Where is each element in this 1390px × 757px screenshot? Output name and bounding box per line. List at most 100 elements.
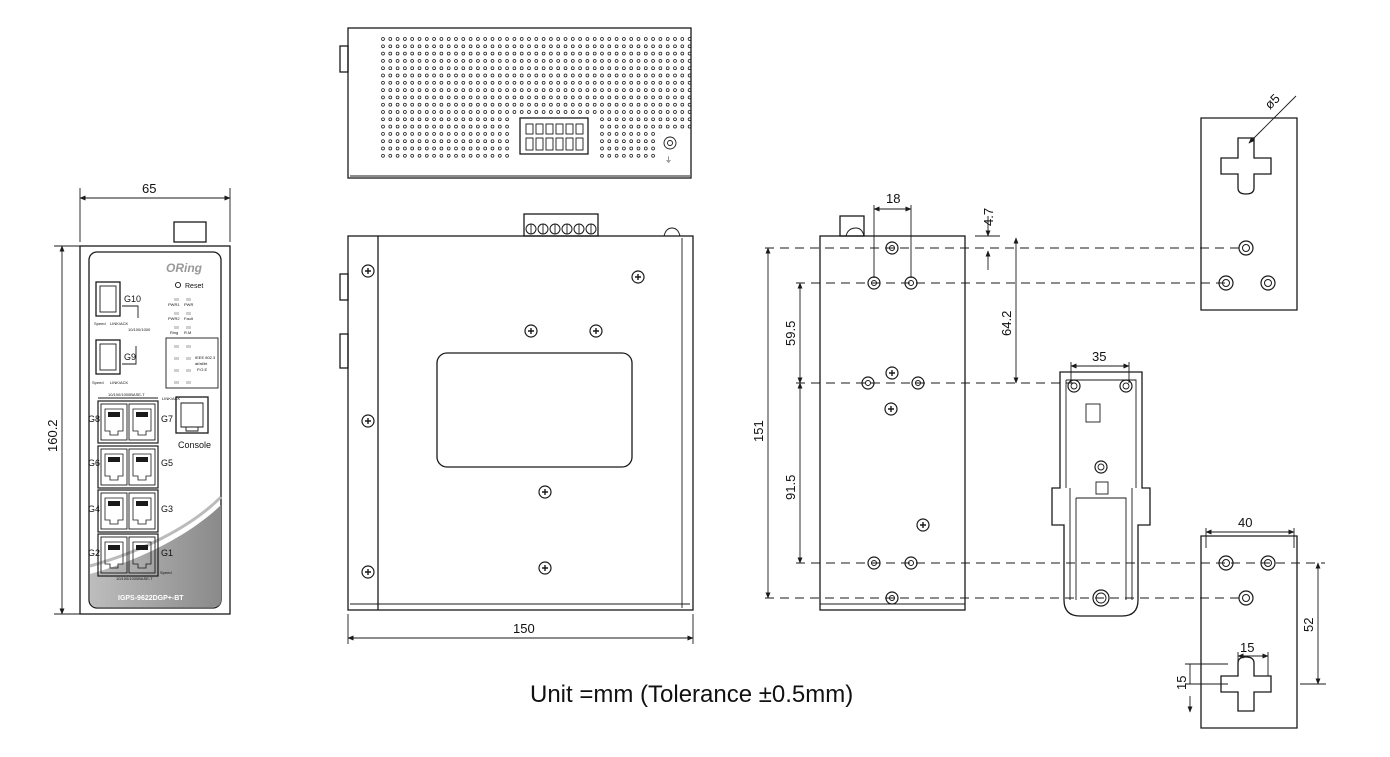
vent-hole	[410, 153, 415, 158]
vent-hole	[461, 139, 466, 144]
vent-hole	[643, 80, 648, 85]
upper-bracket-outline	[1200, 117, 1298, 311]
vent-hole	[403, 73, 407, 78]
vent-hole	[556, 73, 561, 78]
vent-hole	[549, 88, 553, 92]
vent-hole	[643, 59, 648, 63]
vent-hole	[454, 66, 458, 71]
vent-hole	[622, 95, 626, 100]
rear-screw-cross	[920, 522, 926, 528]
vent-hole	[570, 59, 575, 63]
vent-hole	[680, 44, 685, 49]
vent-hole	[629, 88, 634, 92]
din-clip-hole	[1119, 379, 1133, 393]
side-screws	[361, 264, 645, 579]
vent-hole	[680, 37, 685, 41]
front-outer-outline	[79, 245, 231, 615]
vent-hole	[622, 73, 626, 78]
vent-hole	[476, 110, 480, 114]
dim-side-depth: 150	[513, 621, 535, 636]
vent-hole	[490, 66, 495, 71]
vent-hole	[585, 51, 590, 56]
terminal-pin-bottom	[535, 137, 544, 151]
console-port[interactable]	[175, 396, 209, 434]
led-pwr2-label: PWR2	[168, 316, 180, 321]
oring-logo: ORing	[166, 261, 203, 275]
side-screw	[538, 485, 552, 499]
vent-hole	[468, 88, 473, 92]
din-clip-inner	[1065, 379, 1137, 488]
rj45-port-pair[interactable]	[97, 489, 159, 533]
terminal-pin-bottom	[565, 137, 574, 151]
vent-hole	[454, 117, 458, 122]
vent-hole	[505, 146, 509, 151]
vent-hole	[395, 88, 400, 92]
vent-hole	[592, 80, 597, 85]
vent-hole	[534, 37, 539, 41]
vent-hole	[468, 132, 473, 136]
vent-hole	[454, 44, 458, 49]
vent-hole	[614, 80, 619, 85]
vent-hole	[490, 139, 495, 144]
vent-hole	[490, 88, 495, 92]
vent-hole	[563, 110, 568, 114]
vent-hole	[505, 51, 509, 56]
vent-hole	[563, 95, 568, 100]
vent-hole	[483, 80, 488, 85]
vent-hole	[432, 66, 436, 71]
vent-hole	[381, 51, 385, 56]
vent-hole	[570, 95, 575, 100]
vent-hole	[578, 95, 582, 100]
vent-hole	[381, 146, 385, 151]
vent-hole	[578, 110, 582, 114]
led-poe-2	[186, 345, 191, 348]
vent-hole	[490, 95, 495, 100]
din-clip-spring	[1075, 497, 1127, 600]
vent-hole	[432, 88, 436, 92]
vent-hole	[600, 80, 604, 85]
vent-hole	[476, 66, 480, 71]
vent-hole	[534, 51, 539, 56]
vent-hole	[687, 59, 692, 63]
vent-hole	[497, 146, 502, 151]
vent-hole	[395, 124, 400, 129]
ground-symbol: ⏚	[665, 156, 672, 164]
sfp-port-g9[interactable]	[95, 339, 121, 375]
vent-hole	[388, 59, 393, 63]
vent-hole	[417, 139, 422, 144]
vent-hole	[556, 110, 561, 114]
vent-hole	[432, 59, 436, 63]
vent-hole	[570, 37, 575, 41]
vent-hole	[614, 73, 619, 78]
vent-hole	[665, 59, 670, 63]
vent-hole	[505, 80, 509, 85]
vent-hole	[476, 59, 480, 63]
wall-bracket-upper: ø5	[1200, 91, 1298, 311]
vent-hole	[395, 51, 400, 56]
rj45-port-pair[interactable]	[97, 533, 159, 577]
vent-hole	[607, 66, 612, 71]
rear-terminal-lug	[845, 227, 865, 237]
led-pwr1	[174, 298, 179, 301]
rj45-port-pair[interactable]	[97, 400, 159, 444]
vent-hole	[541, 37, 546, 41]
vent-hole	[483, 59, 488, 63]
rj45-port-pair[interactable]	[97, 445, 159, 489]
vent-hole	[549, 102, 553, 107]
bracket-hole	[1260, 555, 1276, 571]
vent-hole	[680, 66, 685, 71]
reset-button[interactable]	[174, 281, 182, 289]
rj45-jack	[128, 448, 156, 486]
linkack-right-label: LINK/ACK	[162, 396, 181, 401]
vent-hole	[424, 37, 429, 41]
vent-hole	[592, 59, 597, 63]
vent-hole	[658, 110, 663, 114]
vent-hole	[629, 44, 634, 49]
sfp-port-g10[interactable]	[95, 281, 121, 317]
vent-hole	[381, 110, 385, 114]
vent-hole	[417, 80, 422, 85]
vent-hole	[636, 37, 641, 41]
rj45-jack-contacts	[108, 457, 120, 462]
vent-hole	[395, 139, 400, 144]
vent-hole	[381, 117, 385, 122]
